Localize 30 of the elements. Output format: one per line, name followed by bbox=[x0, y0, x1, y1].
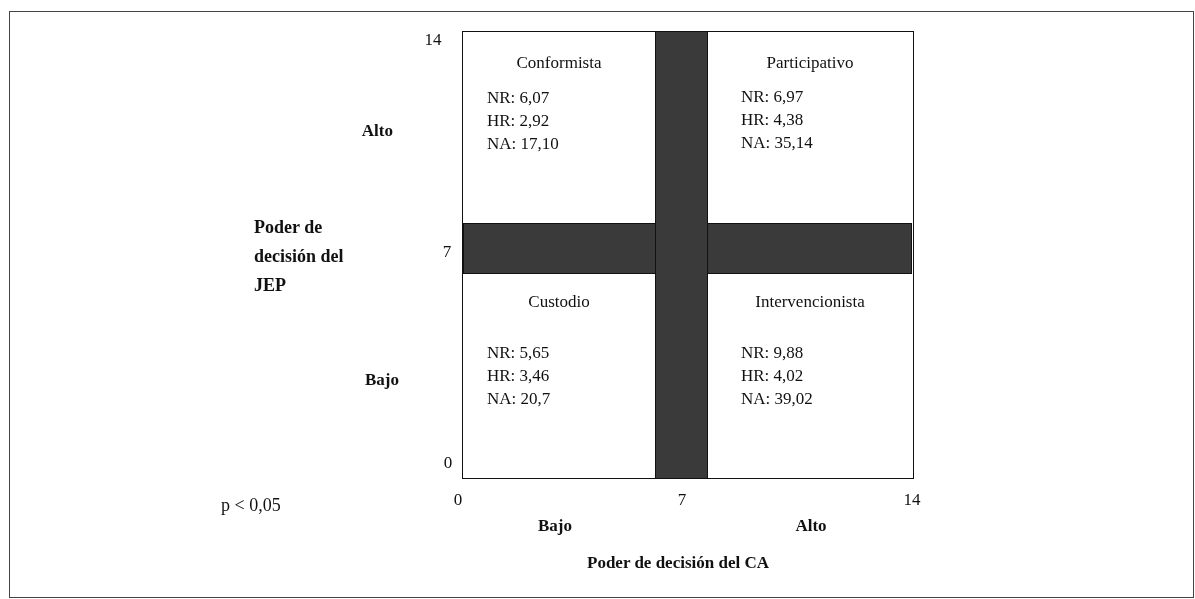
stat-text: HR: 4,38 bbox=[741, 111, 804, 129]
vertical-band bbox=[655, 32, 708, 478]
axis-category: Alto bbox=[361, 122, 393, 140]
stat-text: HR: 3,46 bbox=[487, 367, 550, 385]
stat-text: NA: 17,10 bbox=[487, 135, 559, 153]
axis-category: Bajo bbox=[365, 371, 399, 389]
stat-text: NR: 9,88 bbox=[741, 344, 804, 362]
stat-text: NA: 20,7 bbox=[487, 390, 551, 408]
axis-tick: 0 bbox=[453, 491, 463, 509]
stat-text: HR: 4,02 bbox=[741, 367, 804, 385]
stat-text: NR: 5,65 bbox=[487, 344, 550, 362]
quadrant-title: Intervencionista bbox=[755, 293, 865, 311]
axis-tick: 7 bbox=[677, 491, 687, 509]
stat-text: NR: 6,07 bbox=[487, 89, 550, 107]
significance-note: p < 0,05 bbox=[221, 495, 281, 515]
quadrant-title: Conformista bbox=[516, 54, 602, 72]
quadrant-title: Participativo bbox=[766, 54, 854, 72]
axis-tick: 14 bbox=[903, 491, 921, 509]
stat-text: NA: 39,02 bbox=[741, 390, 813, 408]
axis-category: Alto bbox=[795, 517, 827, 535]
axis-title: Poder de decisión del CA bbox=[587, 554, 769, 572]
quadrant-title: Custodio bbox=[528, 293, 590, 311]
axis-tick: 14 bbox=[424, 31, 442, 49]
stat-text: HR: 2,92 bbox=[487, 112, 550, 130]
stat-text: NR: 6,97 bbox=[741, 88, 804, 106]
axis-tick: 0 bbox=[443, 454, 453, 472]
axis-title: Poder de decisión del JEP bbox=[254, 216, 344, 297]
axis-category: Bajo bbox=[538, 517, 572, 535]
stat-text: NA: 35,14 bbox=[741, 134, 813, 152]
axis-tick: 7 bbox=[442, 243, 452, 261]
